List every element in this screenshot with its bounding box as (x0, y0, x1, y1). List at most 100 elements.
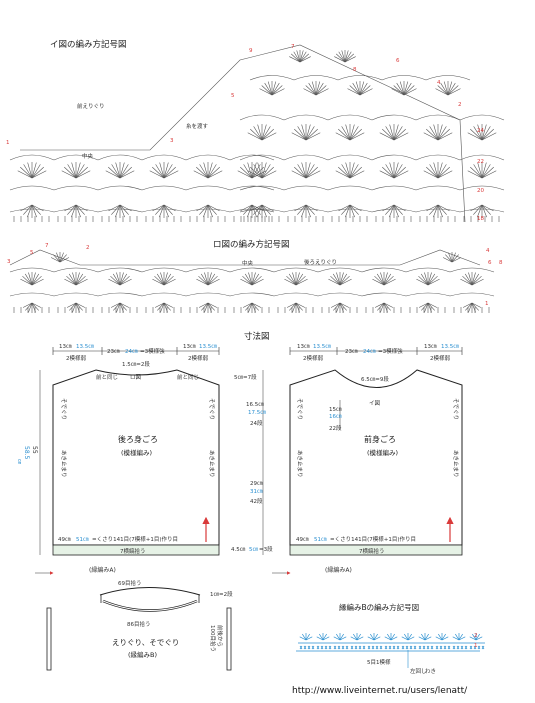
top-row-num: 9 (249, 48, 253, 54)
mid-row-num: 5 (30, 250, 34, 256)
back-shoulder-left: 前と同じ (96, 373, 118, 381)
middle-chart-symbols (9, 249, 495, 313)
edging-stitch: (縁編みB) (128, 650, 157, 659)
edging-top-count: 69目拾う (118, 579, 142, 587)
back-right-c3: =3段 (259, 545, 273, 553)
mid-row-num: 2 (86, 245, 90, 251)
back-body-diagram: 13㎝ 13.5㎝ 2模様弱 23㎝ 24㎝ =3模様強 13㎝ 13.5㎝ 2… (16, 344, 273, 575)
back-ro-label: ロ図 (130, 374, 142, 381)
top-row-num: 2 (458, 102, 462, 108)
back-right-b: 29㎝ (250, 481, 263, 487)
back-height-a: 55 (31, 446, 38, 454)
edging-b-chart: 縁編みBの編み方記号図 2 1 5目1模様 左回し わき (296, 602, 485, 675)
edging-b-join: 左回し (410, 667, 427, 675)
edging-b-row-2: 2 (474, 633, 478, 639)
back-right-b3: 42段 (250, 497, 263, 505)
back-right-neck: 5㎝=7段 (234, 373, 257, 381)
front-inner-a: 15㎝ (329, 407, 342, 413)
front-top-left-pattern: 2模様弱 (303, 354, 323, 362)
back-right-b2: 31㎝ (250, 489, 263, 495)
front-inner-a3: 22段 (329, 424, 342, 432)
front-body-diagram: 13㎝ 13.5㎝ 2模様弱 23㎝ 24㎝ =3模様強 13㎝ 13.5㎝ 2… (272, 344, 463, 575)
front-neck-drop: 6.5㎝=9段 (361, 375, 389, 383)
back-top-right-cm: 13㎝ (183, 344, 196, 350)
front-bottom-b: 51㎝ (314, 537, 327, 543)
edging-right-text-a: 前後から (216, 625, 224, 647)
top-row-num: 6 (396, 58, 400, 64)
front-armhole-right: そでぐり (452, 398, 459, 420)
back-top-left-pattern: 2模様弱 (66, 354, 86, 362)
back-right-a: 16.5㎝ (246, 402, 264, 408)
mid-row-num: 7 (45, 243, 49, 249)
front-side-right: あき止まり (452, 450, 460, 478)
back-top-right-pattern: 2模様弱 (188, 354, 208, 362)
back-height-unit: ㎝ (16, 459, 22, 464)
top-chart-title: イ図の編み方記号図 (50, 39, 127, 50)
front-i-label: イ図 (369, 400, 381, 407)
back-armhole-left: そでぐり (60, 398, 67, 420)
back-top-left-cm-alt: 13.5㎝ (76, 344, 94, 350)
mid-row-num: 3 (7, 259, 11, 265)
middle-chart-title: ロ図の編み方記号図 (213, 239, 290, 250)
front-armhole-left: そでぐり (296, 398, 303, 420)
dimensions-title: 寸法図 (244, 331, 270, 342)
front-inner-a2: 16㎝ (329, 414, 342, 420)
back-right-a3: 24段 (250, 419, 263, 427)
back-top-center-b: 24㎝ (125, 349, 138, 355)
edging-b-title: 縁編みBの編み方記号図 (339, 602, 419, 612)
back-body-name: 後ろ身ごろ (118, 434, 158, 444)
front-top-left-cm: 13㎝ (297, 344, 310, 350)
footer-url: http://www.liveinternet.ru/users/lenatt/ (292, 686, 468, 696)
front-top-center-a: 23㎝ (345, 349, 358, 355)
back-rib-name: (縁編みA) (89, 566, 116, 574)
back-right-c2: 5㎝ (249, 547, 258, 553)
back-top-center-a: 23㎝ (107, 349, 120, 355)
back-side-right: あき止まり (208, 450, 216, 478)
top-row-num: 18 (477, 216, 484, 222)
front-rib-text: 7横縞拾う (359, 547, 385, 555)
front-top-center-b: 24㎝ (363, 349, 376, 355)
back-body-stitch: (模様編み) (121, 448, 152, 457)
back-bottom-a: 49㎝ (58, 537, 71, 543)
top-row-num: 4 (437, 80, 441, 86)
front-bottom-a: 49㎝ (296, 537, 309, 543)
back-neck-drop: 1.5㎝=2段 (122, 360, 150, 368)
middle-back-neck-label: 後ろえりぐり (304, 258, 337, 266)
top-chart-symbols (9, 44, 505, 223)
front-body-name: 前身ごろ (364, 434, 396, 444)
back-shoulder-right: 前と同じ (177, 373, 199, 381)
mid-row-num: 4 (486, 248, 490, 254)
front-top-center-c: =3模様強 (378, 347, 403, 355)
back-bottom-b: 51㎝ (76, 537, 89, 543)
edging-name: えりぐり、そでぐり (112, 638, 179, 647)
back-top-right-cm-alt: 13.5㎝ (199, 344, 217, 350)
top-skip-label: 糸を渡す (186, 122, 209, 130)
front-top-right-cm: 13㎝ (424, 344, 437, 350)
top-row-num: 22 (477, 159, 484, 165)
back-rib-text: 7横縞拾う (120, 547, 146, 555)
mid-row-num: 1 (485, 301, 489, 307)
top-row-num: 3 (170, 138, 174, 144)
back-top-left-cm: 13㎝ (59, 344, 72, 350)
edging-diagram: 69目拾う 86目拾う 1㎝=2段 前後から 100目拾う えりぐり、そでぐり … (46, 579, 233, 671)
top-row-num: 5 (231, 93, 235, 99)
edging-right-text-b: 100目拾う (209, 625, 217, 652)
front-top-left-cm-alt: 13.5㎝ (313, 344, 331, 350)
front-top-right-pattern: 2模様弱 (430, 354, 450, 362)
edging-b-note: わき (425, 668, 436, 675)
middle-center-label: 中央 (242, 259, 254, 267)
top-front-neck-label: 前えりぐり (77, 102, 105, 110)
back-right-a2: 17.5㎝ (248, 410, 266, 416)
back-right-c: 4.5㎝ (231, 547, 246, 553)
top-row-num: 24 (477, 128, 484, 134)
top-row-num: 8 (353, 67, 357, 73)
front-rib-name: (縁編みA) (325, 566, 352, 574)
mid-row-num: 8 (499, 260, 503, 266)
edging-inner-count: 86目拾う (127, 620, 151, 628)
back-side-left: あき止まり (60, 450, 68, 478)
back-height-b: 58.5 (23, 446, 30, 460)
edging-b-symbols (296, 633, 485, 652)
front-bottom-c: =くさり141目(7模様+1目)作り目 (330, 535, 416, 543)
